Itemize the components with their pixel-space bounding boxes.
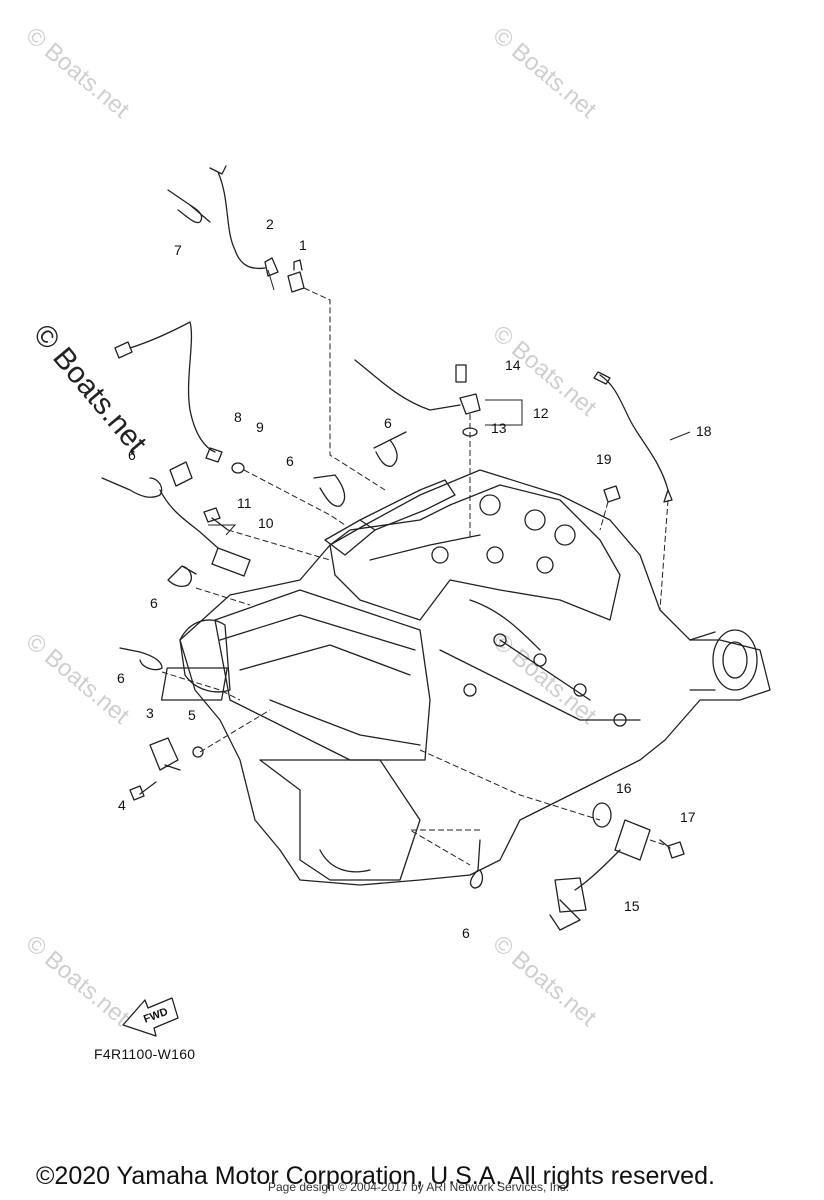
- callout-19: 19: [596, 451, 612, 467]
- engine-block: [179, 469, 771, 886]
- ecu-box: [214, 589, 431, 761]
- callout-3: 3: [146, 705, 154, 721]
- oil-pan: [259, 759, 421, 881]
- callout-4: 4: [118, 797, 126, 813]
- callout-11: 11: [237, 495, 252, 511]
- part-1-sensor: [287, 259, 305, 293]
- part-3-sensor: [149, 737, 181, 771]
- part-10-sensor: [159, 489, 251, 577]
- cylinder-head: [329, 484, 621, 621]
- part-17-bolt: [659, 839, 685, 859]
- diagram-code: F4R1100-W160: [94, 1046, 196, 1062]
- callout-6: 6: [286, 453, 294, 469]
- callout-6: 6: [384, 415, 392, 431]
- callout-7: 7: [174, 242, 182, 258]
- callout-6: 6: [462, 925, 470, 941]
- callout-5: 5: [188, 707, 196, 723]
- page-design-credit: Page design © 2004-2017 by ARI Network S…: [268, 1180, 570, 1194]
- callout-14: 14: [505, 357, 521, 373]
- part-15-harness: [549, 819, 651, 931]
- callout-6: 6: [128, 447, 136, 463]
- part-6-clip: [373, 431, 407, 467]
- part-14-bolt: [455, 364, 467, 383]
- part-5-grommet: [192, 746, 204, 758]
- exhaust-flange: [712, 629, 758, 691]
- part-4-bolt: [129, 781, 157, 801]
- callout-2: 2: [266, 216, 274, 232]
- part-8-sensor: [114, 321, 223, 463]
- callout-12: 12: [533, 405, 549, 421]
- part-7-clip: [167, 189, 211, 224]
- callout-13: 13: [491, 420, 507, 436]
- part-9-washer: [231, 462, 245, 474]
- copyright-notice: ©2020 Yamaha Motor Corporation, U.S.A. A…: [36, 1162, 715, 1190]
- part-16-o-ring: [592, 802, 612, 828]
- callout-16: 16: [616, 780, 632, 796]
- callout-8: 8: [234, 409, 242, 425]
- part-12-sensor: [354, 359, 481, 415]
- part-6-clip: [119, 647, 163, 671]
- callout-9: 9: [256, 419, 264, 435]
- callout-18: 18: [696, 423, 712, 439]
- callout-15: 15: [624, 898, 640, 914]
- callout-17: 17: [680, 809, 696, 825]
- part-2-harness: [209, 165, 279, 277]
- part-11-bolt: [203, 507, 229, 531]
- intake-duct: [179, 619, 231, 693]
- part-6-clip: [469, 839, 484, 889]
- part-6-clip: [167, 565, 197, 587]
- part-6-clip: [313, 474, 346, 507]
- fwd-arrow: [122, 997, 179, 1037]
- leader-lines: [161, 287, 669, 866]
- callout-6: 6: [117, 670, 125, 686]
- callout-1: 1: [299, 237, 307, 253]
- callout-6: 6: [150, 595, 158, 611]
- part-19-fitting: [603, 485, 621, 503]
- part-18-harness: [593, 371, 673, 503]
- part-6-clip: [101, 477, 163, 498]
- callout-10: 10: [258, 515, 274, 531]
